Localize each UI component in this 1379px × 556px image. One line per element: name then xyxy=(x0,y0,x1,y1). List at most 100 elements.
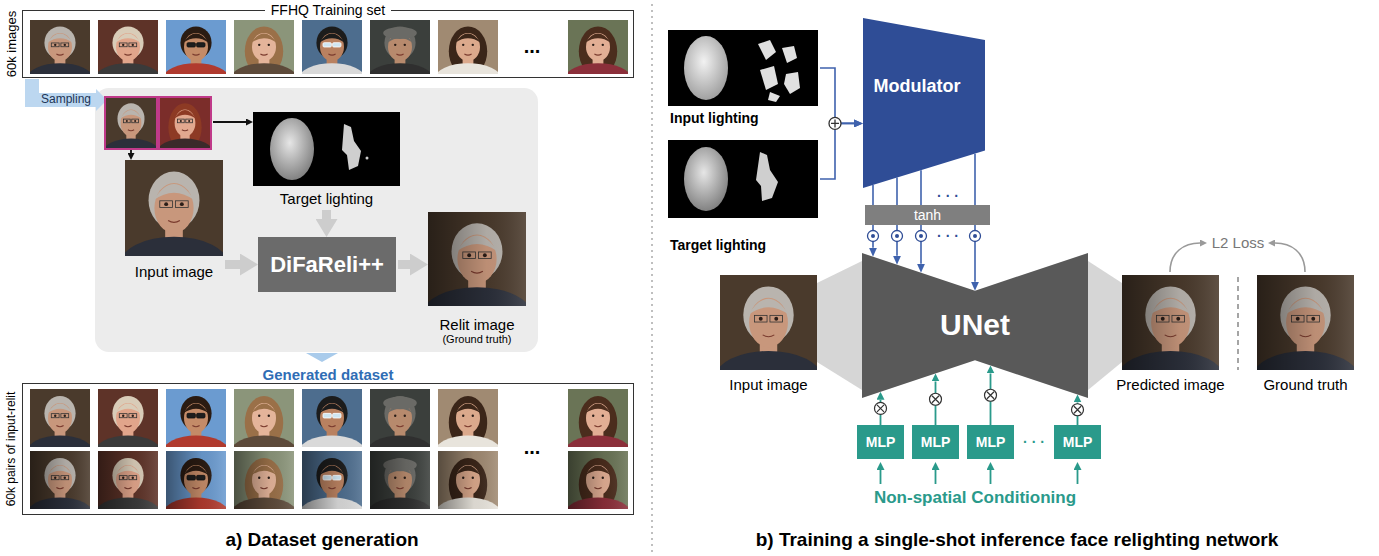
text-slot: Input image xyxy=(660,376,877,393)
text-slot: tanh xyxy=(865,205,990,225)
flow-arrow xyxy=(326,210,327,219)
face-photo xyxy=(302,20,362,74)
connector-line xyxy=(820,123,854,179)
face-photo xyxy=(98,389,158,447)
panel-caption: b) Training a single-shot inference face… xyxy=(756,529,1279,551)
face-image: Input image xyxy=(125,160,223,280)
block-label: UNet xyxy=(940,308,1010,343)
step-label: Sampling xyxy=(41,93,91,107)
connector-line xyxy=(974,154,976,205)
lighting-image: Target lighting xyxy=(668,140,818,253)
panel-divider xyxy=(651,4,653,552)
image-band xyxy=(1088,261,1122,390)
face-image: Input image xyxy=(720,275,817,393)
face-photo xyxy=(438,20,498,74)
face-photo xyxy=(568,20,628,74)
face-photo xyxy=(105,97,157,149)
model-box: DiFaReli++ xyxy=(258,237,396,292)
frame-heading: Generated dataset xyxy=(263,366,394,383)
image-caption: Predicted image xyxy=(1116,376,1224,393)
face-photo xyxy=(30,389,90,447)
compare-divider xyxy=(1237,277,1239,370)
odot-operator xyxy=(970,231,981,242)
image-caption: Relit image xyxy=(439,316,514,333)
face-photo xyxy=(720,275,817,370)
connector-line xyxy=(872,185,874,205)
odot-operator xyxy=(892,231,903,242)
connector-band xyxy=(1088,261,1122,390)
face-photo xyxy=(370,389,430,447)
mlp-box: MLP xyxy=(967,425,1014,459)
count-label: 60k images xyxy=(5,11,20,77)
text-slot: Input lighting xyxy=(670,110,759,126)
text-slot: Predicted image xyxy=(1062,376,1279,393)
text-slot: Target lighting xyxy=(193,190,460,207)
relit-face-photo xyxy=(1122,275,1219,370)
text-slot: Generated dataset xyxy=(23,366,633,383)
image-band xyxy=(817,261,862,390)
pipeline-panel xyxy=(95,88,538,352)
lighting-image: Target lighting xyxy=(253,112,400,207)
lighting-connector xyxy=(820,123,854,179)
flow-arrow xyxy=(398,264,410,265)
sample-frame xyxy=(159,97,211,149)
face-image: Ground truth xyxy=(1257,275,1354,393)
text-slot: DiFaReli++ xyxy=(258,237,396,292)
odot-operator xyxy=(868,231,879,242)
relit-face-photo xyxy=(166,451,226,509)
otimes-operator xyxy=(1072,404,1084,416)
connector-line xyxy=(322,210,331,219)
relit-face-photo xyxy=(370,451,430,509)
face-photo xyxy=(438,389,498,447)
conditioning-label: Non-spatial Conditioning xyxy=(874,488,1076,508)
sample-arrow xyxy=(130,150,132,153)
relit-face-photo xyxy=(302,451,362,509)
plus-operator xyxy=(829,117,841,129)
text-slot: UNet xyxy=(862,253,1088,398)
activation-bar: tanh xyxy=(865,205,990,225)
face-photo xyxy=(30,20,90,74)
ellipsis: · · · xyxy=(937,188,959,204)
relit-face-photo xyxy=(428,212,526,306)
connector-band xyxy=(817,261,862,390)
lighting-connector xyxy=(820,68,854,123)
connector-line xyxy=(398,260,410,269)
face-image: Relit image(Ground truth) xyxy=(428,212,526,346)
block-label: MLP xyxy=(1063,434,1093,450)
connector-line xyxy=(225,260,240,269)
dataset-frame: Generated dataset60k pairs of input-reli… xyxy=(22,383,634,515)
text-slot: MLP xyxy=(857,425,904,459)
connector-line xyxy=(896,178,898,205)
text-slot: Relit image(Ground truth) xyxy=(368,316,586,346)
face-photo xyxy=(234,389,294,447)
condition-arrows xyxy=(881,470,1078,484)
image-subcaption: (Ground truth) xyxy=(442,333,511,346)
face-photo xyxy=(302,389,362,447)
text-slot: Input image xyxy=(65,263,283,280)
relit-face-photo xyxy=(568,451,628,509)
face-photo xyxy=(166,389,226,447)
mlp-box: MLP xyxy=(912,425,959,459)
block-label: tanh xyxy=(914,207,941,223)
modulator-block: Modulator xyxy=(863,18,985,188)
face-photo xyxy=(234,20,294,74)
connector-line xyxy=(920,170,922,205)
ellipsis: · · · xyxy=(1023,434,1045,450)
lighting-image: Input lighting xyxy=(668,30,818,126)
modulator-block-outline xyxy=(863,18,985,188)
relit-face-photo xyxy=(30,451,90,509)
text-slot: MLP xyxy=(967,425,1014,459)
block-label: MLP xyxy=(976,434,1006,450)
mlp-box: MLP xyxy=(1054,425,1101,459)
text-slot: MLP xyxy=(1054,425,1101,459)
image-caption: Input image xyxy=(135,263,213,280)
unet-block: UNet xyxy=(862,253,1088,398)
image-caption: Target lighting xyxy=(280,190,373,207)
face-photo xyxy=(166,20,226,74)
otimes-operator xyxy=(875,402,887,414)
flow-arrow xyxy=(225,264,240,265)
loss-arrow xyxy=(1275,243,1305,272)
dataset-frame: FFHQ Training set60k images xyxy=(22,10,634,78)
image-caption: Input image xyxy=(729,376,807,393)
output-chevron xyxy=(306,353,338,362)
